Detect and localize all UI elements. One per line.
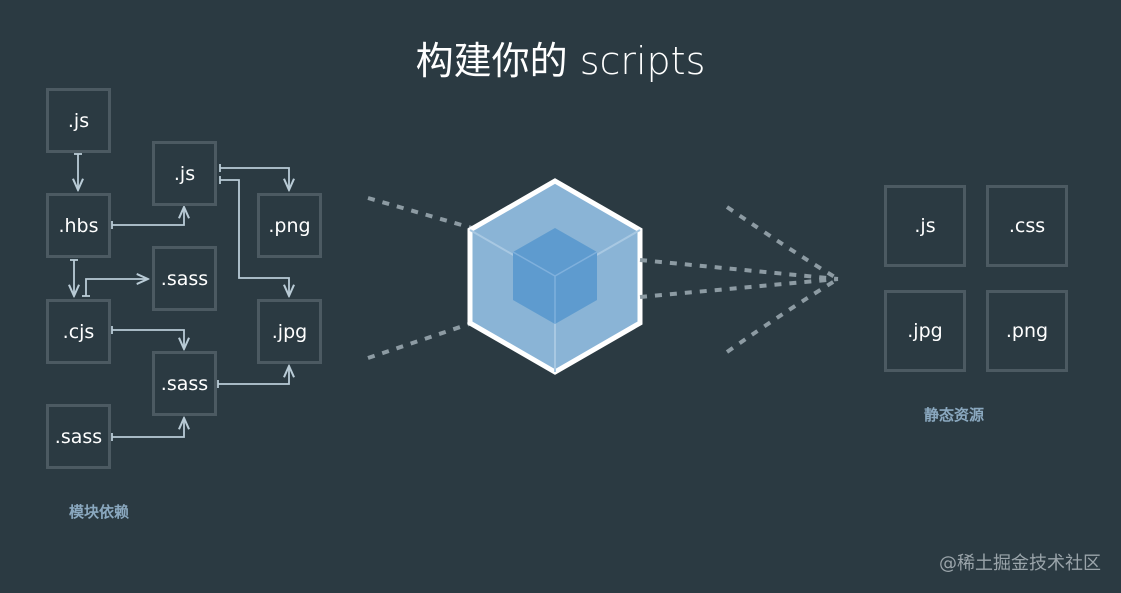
arrow-cjs-sasslow [112,329,184,349]
assets-caption: 静态资源 [924,406,985,424]
arrow-sasslow-jpg [218,366,289,385]
asset-box-js: .js [884,185,966,267]
watermark: @稀土掘金技术社区 [939,553,1101,574]
module-box-js: .js [46,88,111,153]
module-box-sass-low: .sass [152,351,217,416]
asset-box-jpg: .jpg [884,290,966,372]
arrow-js2-jpg [220,179,289,296]
page-title: 构建你的 scripts [415,39,706,83]
outflow-dashes [639,205,840,354]
module-box-hbs: .hbs [46,193,111,258]
asset-box-png: .png [986,290,1068,372]
module-box-cjs: .cjs [46,299,111,364]
arrow-cjs-sass [85,279,148,296]
module-box-jpg: .jpg [257,299,322,364]
arrow-sassbottom-sasslow [112,418,184,438]
module-box-js-second: .js [152,141,217,206]
modules-caption: 模块依赖 [69,503,130,521]
module-box-png: .png [257,193,322,258]
asset-box-css: .css [986,185,1068,267]
dependency-arrows [70,153,289,441]
arrow-hbs-js2 [112,207,184,226]
module-box-sass-mid: .sass [152,246,217,311]
arrow-js2-png [220,167,289,190]
module-box-sass-bottom: .sass [46,404,111,469]
webpack-cube-icon [467,178,643,375]
inflow-dashes [367,196,473,360]
